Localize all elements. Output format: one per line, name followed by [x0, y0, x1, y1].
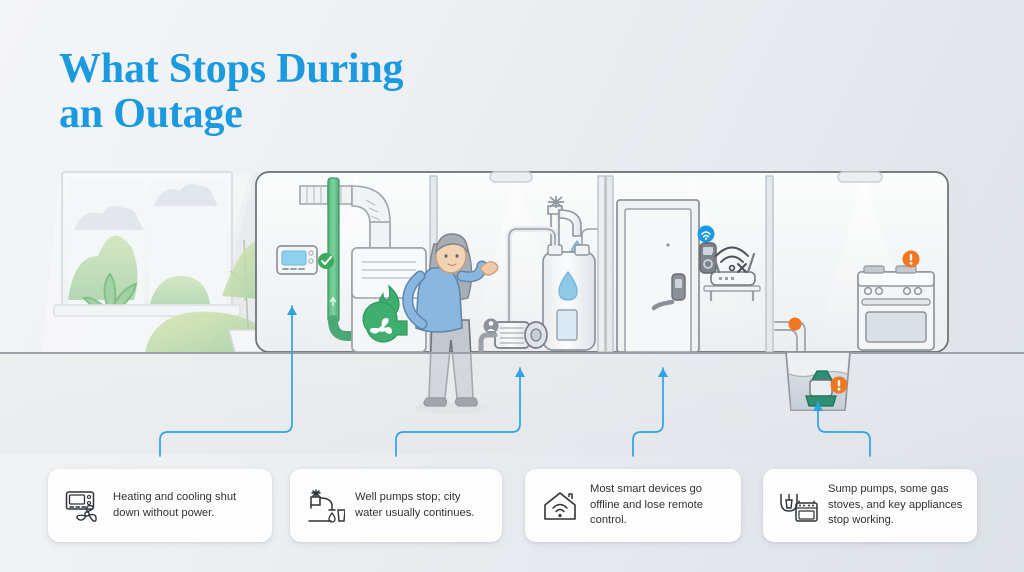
- wifi-router: [710, 252, 756, 286]
- gas-stove: [857, 265, 935, 351]
- panel-water-room: [478, 175, 614, 353]
- status-badge-check: [318, 253, 334, 269]
- caption-text-appliances: Sump pumps, some gas stoves, and key app…: [828, 483, 963, 527]
- sump-basin: [785, 351, 851, 411]
- caption-card-water[interactable]: Well pumps stop; city water usually cont…: [290, 469, 502, 542]
- status-badge-neutral: [483, 318, 499, 334]
- thermostat: [276, 245, 318, 275]
- window-group: [42, 170, 279, 352]
- blower-fan-icon: [362, 301, 408, 343]
- thermostat-fan-icon: [61, 489, 107, 523]
- panel-entry-room: [616, 175, 774, 353]
- caption-text-smart-devices: Most smart devices go offline and lose r…: [590, 483, 703, 527]
- page-title-line1: What Stops During: [59, 46, 404, 92]
- page-title: What Stops During an Outage: [59, 47, 579, 137]
- faucet-drip-glass-icon: [303, 488, 349, 523]
- status-badge-warning-pipe: [788, 317, 802, 331]
- status-badge-warning-sump: [830, 376, 848, 394]
- caption-card-appliances[interactable]: Sump pumps, some gas stoves, and key app…: [763, 469, 977, 542]
- caption-text-hvac: Heating and cooling shut down without po…: [113, 491, 237, 519]
- wifi-off-icon: [715, 246, 749, 273]
- router-shelf: [703, 285, 761, 301]
- page-title-line2: an Outage: [59, 91, 243, 137]
- sump-pump-stove-icon: [776, 489, 822, 523]
- well-pump: [478, 321, 548, 353]
- panel-kitchen-basement: [774, 250, 935, 380]
- smart-lock: [651, 273, 686, 311]
- status-badge-warning-stove: [902, 250, 920, 268]
- connector-lines: [159, 305, 871, 457]
- video-doorbell: [699, 242, 717, 274]
- caption-text-water: Well pumps stop; city water usually cont…: [355, 491, 475, 519]
- caption-card-smart-devices[interactable]: Most smart devices go offline and lose r…: [525, 469, 741, 542]
- smart-home-wifi-icon: [538, 489, 584, 523]
- caption-card-hvac[interactable]: Heating and cooling shut down without po…: [48, 469, 272, 542]
- status-badge-wifi: [697, 225, 715, 243]
- sump-pump: [805, 370, 837, 407]
